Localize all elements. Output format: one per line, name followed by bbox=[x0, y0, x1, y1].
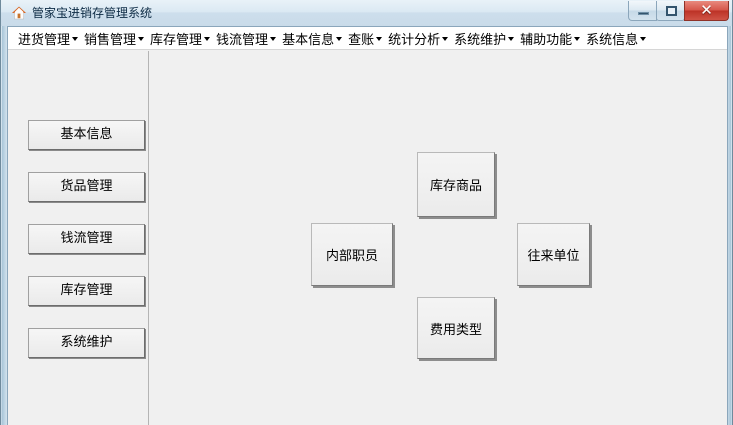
close-button[interactable]: ✕ bbox=[684, 1, 729, 21]
chevron-down-icon bbox=[640, 37, 647, 41]
menu-item-label: 基本信息 bbox=[282, 32, 335, 48]
maximize-button[interactable] bbox=[656, 1, 685, 21]
chevron-down-icon bbox=[442, 37, 449, 41]
menu-item-purchasing[interactable]: 进货管理 bbox=[15, 27, 81, 50]
menu-item-label: 销售管理 bbox=[84, 32, 137, 48]
sidebar-panel: 基本信息 货品管理 钱流管理 库存管理 系统维护 bbox=[8, 51, 148, 425]
chevron-down-icon bbox=[270, 37, 277, 41]
menu-item-label: 进货管理 bbox=[18, 32, 71, 48]
content-box-inventory-goods[interactable]: 库存商品 bbox=[417, 152, 495, 217]
close-icon: ✕ bbox=[700, 1, 713, 19]
content-box-expense-types[interactable]: 费用类型 bbox=[417, 297, 495, 359]
maximize-icon bbox=[666, 6, 677, 16]
menu-item-label: 系统维护 bbox=[454, 32, 507, 48]
window-frame-left bbox=[2, 0, 7, 425]
menu-item-label: 系统信息 bbox=[586, 32, 639, 48]
chevron-down-icon bbox=[574, 37, 581, 41]
menu-item-label: 辅助功能 bbox=[520, 32, 573, 48]
menu-item-label: 库存管理 bbox=[150, 32, 203, 48]
window-title: 管家宝进销存管理系统 bbox=[32, 6, 153, 20]
menu-item-system-maintenance[interactable]: 系统维护 bbox=[451, 27, 517, 50]
menu-item-basic-info[interactable]: 基本信息 bbox=[279, 27, 345, 50]
menu-item-label: 钱流管理 bbox=[216, 32, 269, 48]
sidebar-button-inventory-management[interactable]: 库存管理 bbox=[28, 276, 145, 306]
title-bar[interactable]: 管家宝进销存管理系统 ✕ bbox=[1, 0, 732, 26]
menu-item-label: 统计分析 bbox=[388, 32, 441, 48]
menu-item-inventory[interactable]: 库存管理 bbox=[147, 27, 213, 50]
chevron-down-icon bbox=[72, 37, 79, 41]
window-frame-right bbox=[726, 0, 731, 425]
chevron-down-icon bbox=[204, 37, 211, 41]
menu-item-auxiliary[interactable]: 辅助功能 bbox=[517, 27, 583, 50]
minimize-icon bbox=[638, 12, 649, 15]
content-box-internal-staff[interactable]: 内部职员 bbox=[311, 223, 393, 286]
sidebar-button-basic-info[interactable]: 基本信息 bbox=[28, 120, 145, 150]
sidebar-button-goods-management[interactable]: 货品管理 bbox=[28, 172, 145, 202]
menu-bar: 进货管理 销售管理 库存管理 钱流管理 基本信息 查账 bbox=[8, 27, 727, 50]
menu-item-system-info[interactable]: 系统信息 bbox=[583, 27, 649, 50]
client-area: 进货管理 销售管理 库存管理 钱流管理 基本信息 查账 bbox=[7, 26, 728, 425]
menu-item-cashflow[interactable]: 钱流管理 bbox=[213, 27, 279, 50]
sidebar-button-system-maintenance[interactable]: 系统维护 bbox=[28, 328, 145, 358]
panel-divider bbox=[148, 51, 149, 425]
sidebar-button-cashflow-management[interactable]: 钱流管理 bbox=[28, 224, 145, 254]
minimize-button[interactable] bbox=[628, 1, 657, 21]
chevron-down-icon bbox=[376, 37, 383, 41]
content-box-business-partners[interactable]: 往来单位 bbox=[517, 223, 590, 286]
chevron-down-icon bbox=[508, 37, 515, 41]
menu-item-sales[interactable]: 销售管理 bbox=[81, 27, 147, 50]
window-controls: ✕ bbox=[628, 1, 729, 22]
chevron-down-icon bbox=[138, 37, 145, 41]
chevron-down-icon bbox=[336, 37, 343, 41]
menu-item-audit[interactable]: 查账 bbox=[345, 27, 385, 50]
menu-item-statistics[interactable]: 统计分析 bbox=[385, 27, 451, 50]
home-icon bbox=[12, 6, 26, 20]
menu-item-label: 查账 bbox=[348, 32, 375, 48]
